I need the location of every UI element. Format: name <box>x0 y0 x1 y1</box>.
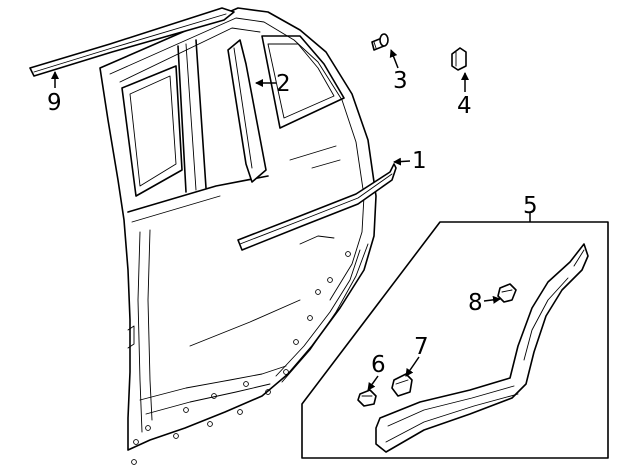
leader-3 <box>389 49 399 69</box>
part-1-belt-molding <box>237 163 397 251</box>
part-9-upper-molding <box>29 7 235 77</box>
leader-1 <box>393 157 411 166</box>
callout-9: 9 <box>47 90 62 116</box>
part-7-retainer <box>391 373 413 397</box>
part-4-clip <box>451 47 467 71</box>
callout-3: 3 <box>393 68 408 94</box>
part-8-grommet <box>497 283 517 303</box>
callout-leaders <box>51 49 531 391</box>
callout-6: 6 <box>371 352 386 378</box>
callout-1: 1 <box>412 148 427 174</box>
part-3-screw <box>371 33 389 51</box>
callout-8: 8 <box>468 290 483 316</box>
leader-7 <box>405 356 420 377</box>
callout-5: 5 <box>523 193 538 219</box>
part-6-push-clip <box>357 389 377 407</box>
callout-labels: 1 2 3 4 5 6 7 8 9 <box>47 68 538 378</box>
callout-7: 7 <box>414 334 429 360</box>
callout-2: 2 <box>276 71 291 97</box>
part-5-detail-box <box>301 221 609 459</box>
callout-4: 4 <box>457 93 472 119</box>
leader-8 <box>483 295 501 304</box>
leader-6 <box>367 375 379 391</box>
part-2-pillar-applique <box>227 39 267 183</box>
part-5-lower-molding <box>375 243 589 453</box>
rear-door-shell <box>99 7 377 465</box>
